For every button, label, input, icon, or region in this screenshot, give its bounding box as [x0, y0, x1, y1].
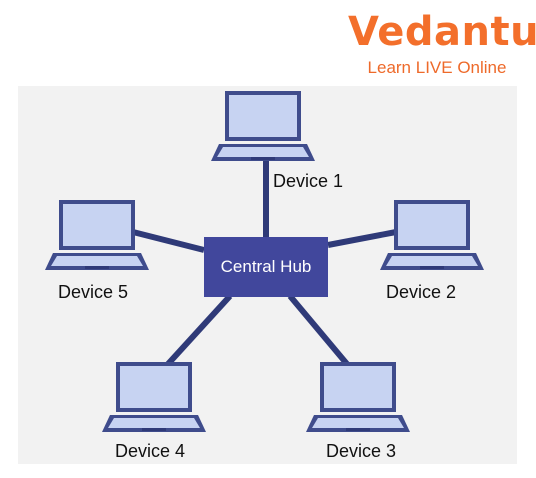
central-hub-label: Central Hub	[220, 257, 312, 276]
laptop-icon-device-4	[102, 362, 206, 432]
laptop-icon-device-5	[45, 200, 149, 270]
central-hub-box: Central Hub	[204, 237, 328, 297]
device-3-label: Device 3	[326, 441, 397, 461]
device-5-label: Device 5	[58, 282, 129, 302]
link-device-3	[287, 294, 350, 366]
link-device-4	[165, 293, 233, 367]
logo-wordmark: Vedantu	[348, 9, 536, 55]
device-4-label: Device 4	[115, 441, 186, 461]
laptop-icon-device-2	[380, 200, 484, 270]
laptop-icon-device-1	[211, 91, 315, 161]
device-2-label: Device 2	[386, 282, 457, 302]
vedantu-logo: Vedantu Learn LIVE Online	[348, 8, 536, 80]
laptop-icon-device-3	[306, 362, 410, 432]
link-device-5	[132, 229, 205, 253]
device-1-label: Device 1	[273, 171, 344, 191]
logo-tagline: Learn LIVE Online	[367, 58, 507, 77]
link-device-2	[327, 229, 397, 248]
